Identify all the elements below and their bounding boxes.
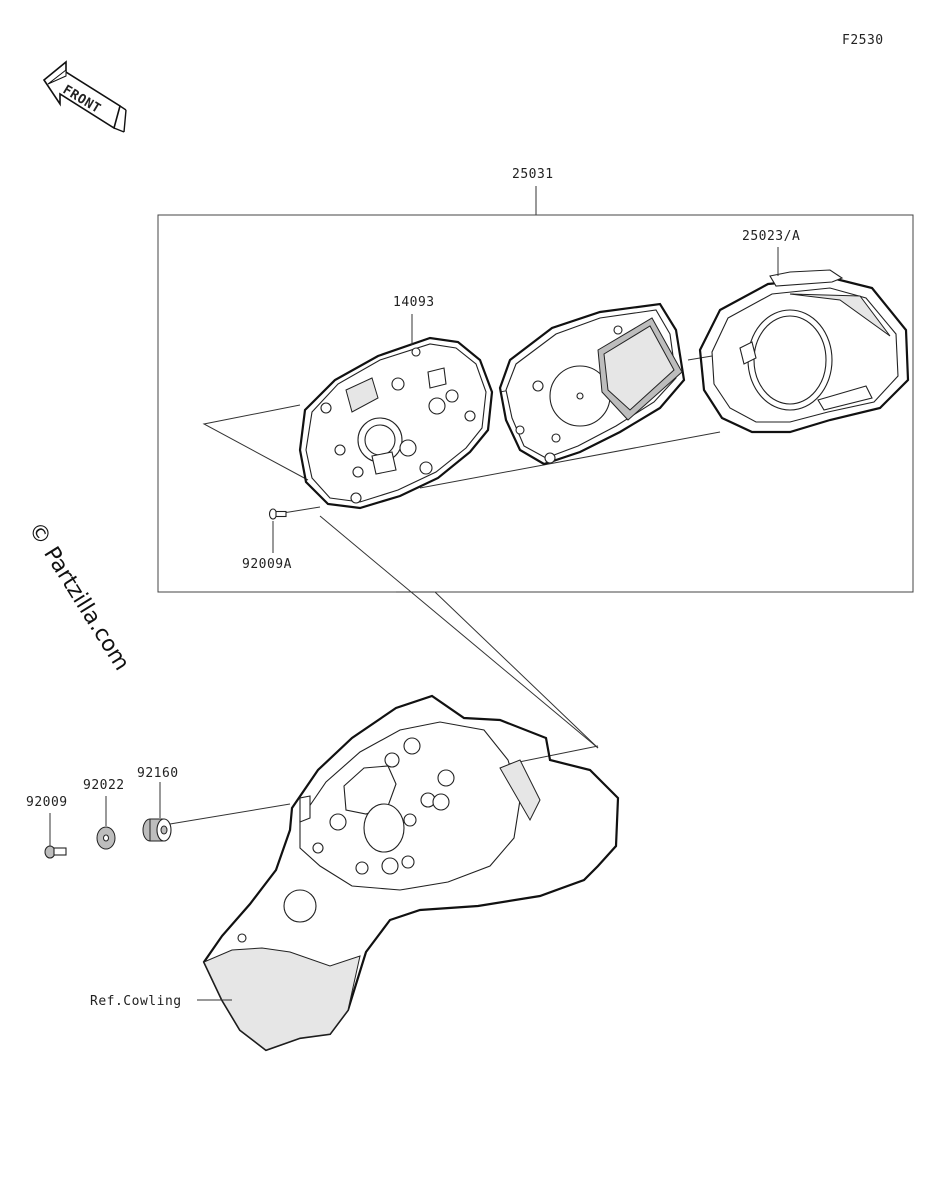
callout-bolt: 92009 xyxy=(26,795,68,810)
bolt-icon xyxy=(44,845,67,859)
callout-assembly: 25031 xyxy=(512,167,554,182)
front-arrow-icon: FRONT xyxy=(42,60,127,133)
callout-grommet: 92160 xyxy=(137,766,179,781)
watermark: © Partzilla.com xyxy=(23,518,134,675)
screw-icon xyxy=(268,508,287,520)
callout-washer: 92022 xyxy=(83,778,125,793)
meter-cover xyxy=(698,269,910,434)
callout-screw-small: 92009A xyxy=(242,557,292,572)
figure-code: F2530 xyxy=(842,33,884,48)
washer-icon xyxy=(96,826,116,850)
grommet-icon xyxy=(142,818,172,842)
exploded-outline xyxy=(202,404,309,481)
meter-unit xyxy=(498,302,686,466)
callout-cover: 25023/A xyxy=(742,229,800,244)
cowling xyxy=(202,694,620,1052)
callout-reference: Ref.Cowling xyxy=(90,994,182,1009)
assembly-frame xyxy=(157,214,914,593)
callout-case: 14093 xyxy=(393,295,435,310)
meter-case xyxy=(298,336,494,510)
